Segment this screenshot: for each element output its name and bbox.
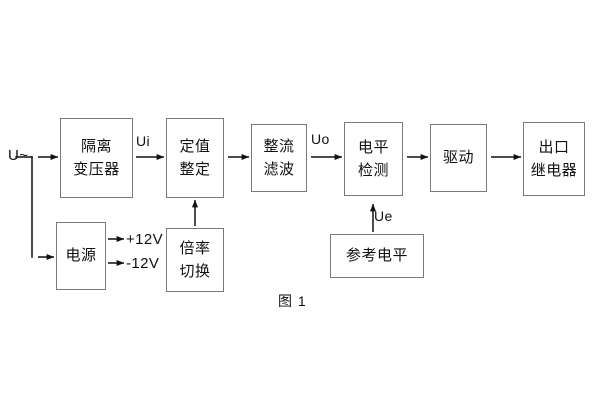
block-label-line: 检测 xyxy=(357,162,389,179)
block-label-line: 电平 xyxy=(357,138,389,156)
block-label-line: 出口 xyxy=(538,138,570,156)
block-level-detection[interactable]: 电平检测 xyxy=(344,122,403,196)
block-isolation-transformer[interactable]: 隔离变压器 xyxy=(60,118,133,198)
block-power-supply[interactable]: 电源 xyxy=(56,222,106,290)
block-label-line: 变压器 xyxy=(73,161,120,178)
signal-label-ui: Ui xyxy=(136,133,151,149)
block-label-line: 滤波 xyxy=(263,161,295,178)
block-reference-level[interactable]: 参考电平 xyxy=(330,234,424,278)
block-label-line: 定值 xyxy=(179,137,211,155)
block-label-line: 整定 xyxy=(179,161,211,178)
block-setting-value[interactable]: 定值整定 xyxy=(166,118,224,198)
block-label-line: 切换 xyxy=(179,263,211,280)
block-label-line: 继电器 xyxy=(530,162,578,179)
block-rectifier-filter[interactable]: 整流滤波 xyxy=(251,124,307,192)
rail-label-plus-12v: +12V xyxy=(126,231,164,248)
input-source-label: U~ xyxy=(8,147,29,164)
block-label-line: 驱动 xyxy=(442,149,474,167)
block-multiplier-switch[interactable]: 倍率切换 xyxy=(166,228,224,292)
block-drive[interactable]: 驱动 xyxy=(430,124,487,192)
block-label-line: 整流 xyxy=(263,137,295,155)
figure-caption: 图 1 xyxy=(278,293,307,309)
signal-label-uo: Uo xyxy=(311,131,330,147)
rail-label-minus-12v: -12V xyxy=(126,255,160,272)
block-label-line: 电源 xyxy=(65,247,97,265)
block-output-relay[interactable]: 出口继电器 xyxy=(523,122,585,196)
block-label-line: 倍率 xyxy=(179,239,211,257)
signal-label-ue: Ue xyxy=(374,208,393,224)
block-label-line: 参考电平 xyxy=(345,247,408,265)
block-label-line: 隔离 xyxy=(80,137,112,155)
